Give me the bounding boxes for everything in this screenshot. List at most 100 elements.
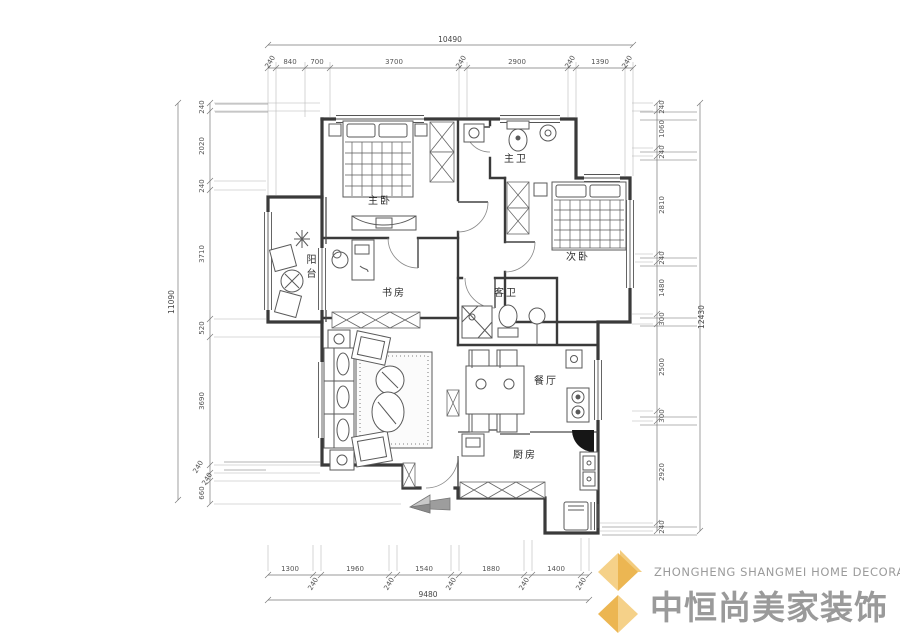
counter-item <box>565 349 583 369</box>
dimension-chain-right <box>653 99 704 535</box>
dim-left-5: 3690 <box>198 392 206 410</box>
armchair-bottom <box>351 430 393 468</box>
dim-top-7: 1390 <box>591 58 609 66</box>
nightstand-right <box>414 123 428 137</box>
logo-triangle <box>598 595 618 633</box>
room-label-dining-room: 餐厅 <box>534 376 558 387</box>
logo-company-name-en: ZHONGHENG SHANGMEI HOME DECORATION <box>654 565 900 579</box>
dim-top-8: 240 <box>620 54 634 70</box>
dimension-chain-left <box>174 99 214 508</box>
entry-arrow <box>409 494 451 514</box>
dimension-labels-right: 12430 240 1060 240 2810 240 1480 300 250… <box>658 100 706 533</box>
dimension-labels-left: 11090 240 2020 240 3710 520 3690 240 240… <box>167 100 214 499</box>
side-table-top <box>327 329 351 349</box>
dim-top-4: 240 <box>454 54 468 70</box>
logo-triangle <box>618 553 638 591</box>
dim-bottom-6: 1880 <box>482 565 500 573</box>
dim-top-3: 3700 <box>385 58 403 66</box>
master-bed <box>328 120 428 198</box>
dim-left-6: 240 <box>191 459 205 475</box>
dim-right-4: 240 <box>658 251 666 264</box>
dim-top-6: 240 <box>563 54 577 70</box>
windows <box>263 114 635 438</box>
dim-right-10: 240 <box>658 520 666 533</box>
dim-top-5: 2900 <box>508 58 526 66</box>
dining-table <box>465 365 525 415</box>
kitchen-fixtures <box>461 349 599 531</box>
dim-bottom-5: 240 <box>444 576 458 592</box>
dim-right-0: 240 <box>658 100 666 113</box>
room-label-second-bedroom: 次卧 <box>566 252 590 263</box>
dim-right-3: 2810 <box>658 196 666 214</box>
dim-bottom-9: 240 <box>574 576 588 592</box>
dim-top-total: 10490 <box>438 35 462 44</box>
dim-left-3: 3710 <box>198 245 206 263</box>
furniture <box>268 120 627 531</box>
logo-mark <box>598 550 642 633</box>
dim-top-2: 700 <box>310 58 323 66</box>
dimension-labels-top: 10490 240 840 700 3700 240 2900 240 1390… <box>263 35 634 70</box>
side-table-bottom <box>329 449 355 471</box>
dim-top-0: 240 <box>263 54 277 70</box>
living-room-furniture <box>323 329 433 471</box>
second-bedroom-door-arc <box>504 241 536 273</box>
toilet-tank <box>506 120 530 130</box>
dim-left-2: 240 <box>198 179 206 192</box>
room-label-master-bath: 主卫 <box>504 154 528 165</box>
fridge <box>563 501 589 531</box>
second-bed <box>533 181 627 251</box>
toilet-bowl <box>498 304 518 328</box>
dim-bottom-4: 1540 <box>415 565 433 573</box>
dim-bottom-8: 1400 <box>547 565 565 573</box>
dimension-labels-bottom: 9480 1300 240 1960 240 1540 240 1880 240… <box>281 565 588 599</box>
dimension-chain-bottom <box>264 571 593 604</box>
dim-bottom-3: 240 <box>382 576 396 592</box>
dim-right-8: 300 <box>658 409 666 422</box>
dim-bottom-total: 9480 <box>418 590 437 599</box>
balcony-chair-1 <box>268 243 298 273</box>
logo-company-name-cn: 中恒尚美家装饰 <box>650 588 888 627</box>
dim-right-1: 1060 <box>658 120 666 138</box>
dim-bottom-1: 240 <box>306 576 320 592</box>
basin <box>539 124 557 142</box>
entry-door-arc <box>425 455 459 489</box>
dim-right-2: 240 <box>658 145 666 158</box>
chair <box>496 413 518 433</box>
dim-right-7: 2500 <box>658 358 666 376</box>
logo-triangle <box>598 553 618 591</box>
study-door-arc <box>387 237 419 269</box>
witness-lines <box>214 62 653 571</box>
dim-bottom-7: 240 <box>517 576 531 592</box>
dim-left-total: 11090 <box>167 290 176 314</box>
dimension-chain-top <box>264 41 637 72</box>
dim-left-8: 660 <box>198 486 206 499</box>
dim-left-0: 240 <box>198 100 206 113</box>
toilet-tank <box>497 327 519 338</box>
hatch-elements <box>331 121 546 499</box>
dim-right-9: 2920 <box>658 463 666 481</box>
room-label-study: 书房 <box>382 288 406 299</box>
master-dresser <box>351 215 417 231</box>
plant <box>294 230 310 248</box>
master-bedroom-door-arc <box>457 201 489 233</box>
dim-bottom-2: 1960 <box>346 565 364 573</box>
neighbour-wall-stubs <box>215 103 697 536</box>
dim-left-1: 2020 <box>198 137 206 155</box>
dim-right-6: 300 <box>658 312 666 325</box>
guest-bath-fixtures <box>461 304 546 345</box>
chair <box>468 413 490 433</box>
dim-left-4: 520 <box>198 321 206 334</box>
balcony-furniture <box>268 230 310 319</box>
master-bath-fixtures <box>463 120 557 152</box>
dim-bottom-0: 1300 <box>281 565 299 573</box>
study-furniture <box>331 239 375 281</box>
dim-right-5: 1480 <box>658 279 666 297</box>
gas-stove <box>566 387 590 423</box>
nightstand-left <box>328 123 342 137</box>
sofa <box>323 347 355 449</box>
room-label-kitchen: 厨房 <box>513 450 537 461</box>
washing-machine <box>463 123 485 143</box>
desk-chair <box>331 251 349 269</box>
